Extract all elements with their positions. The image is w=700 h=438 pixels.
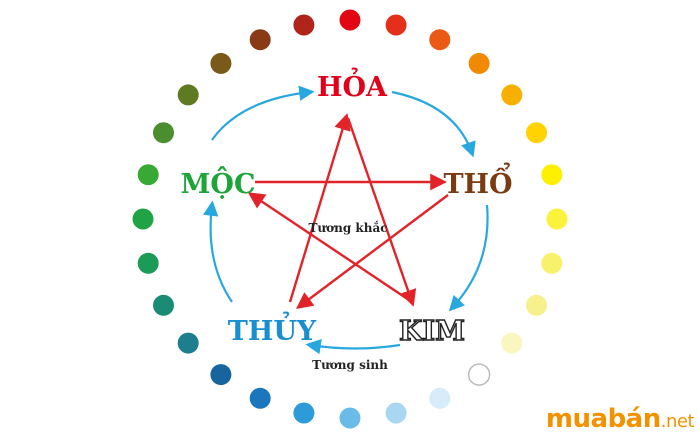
ring-dot: [249, 387, 271, 409]
arrow-earth-to-water: [295, 194, 449, 310]
ring-dot: [467, 363, 491, 386]
ring-dot: [501, 84, 523, 106]
ring-dot: [210, 364, 232, 386]
ring-dot: [249, 29, 271, 51]
ring-dot: [177, 84, 199, 106]
ring-dot: [177, 332, 199, 354]
label-wood: MỘC: [181, 165, 256, 200]
ring-dot: [339, 407, 361, 429]
ring-dot: [468, 52, 490, 74]
ring-dot: [429, 29, 451, 51]
ring-dot: [501, 332, 523, 354]
label-water: THỦY: [228, 310, 317, 347]
caption-generating: Tương sinh: [312, 358, 388, 372]
watermark-brand: muabán: [545, 404, 661, 434]
ring-dot: [385, 402, 407, 424]
color-dot-ring: [132, 9, 568, 429]
overcoming-star-arrows: [247, 113, 449, 310]
ring-dot: [339, 9, 361, 31]
arrow-metal-to-wood: [247, 192, 413, 303]
arrow-water-to-fire: [288, 113, 351, 303]
watermark-tld: .net: [660, 411, 695, 432]
ring-dot: [526, 122, 547, 144]
arc-water-to-wood: [203, 200, 233, 303]
ring-dot: [132, 208, 154, 230]
ring-dot: [293, 14, 315, 36]
ring-dot: [541, 164, 563, 186]
ring-dot: [546, 208, 568, 230]
watermark-logo: muabán.net: [545, 404, 695, 434]
caption-overcoming: Tương khắc: [308, 220, 387, 235]
ring-dot: [153, 122, 174, 144]
arc-fire-to-earth: [391, 90, 476, 158]
ring-dot: [385, 14, 407, 36]
ring-dot: [137, 164, 159, 186]
ring-dot: [541, 252, 563, 274]
ring-dot: [153, 294, 174, 316]
ring-dot: [429, 387, 451, 409]
ring-dot: [293, 402, 315, 424]
arrow-fire-to-metal: [346, 117, 417, 307]
ring-dot: [526, 294, 547, 316]
label-earth: THỔ: [443, 161, 512, 200]
arc-earth-to-metal: [448, 204, 489, 312]
label-fire: HỎA: [317, 66, 388, 103]
ring-dot: [210, 52, 232, 74]
arc-wood-to-fire: [211, 85, 315, 141]
generating-cycle-arrows: [203, 85, 489, 355]
arc-metal-to-water: [305, 339, 401, 355]
ring-dot: [137, 252, 159, 274]
label-metal: KIM: [399, 316, 465, 347]
